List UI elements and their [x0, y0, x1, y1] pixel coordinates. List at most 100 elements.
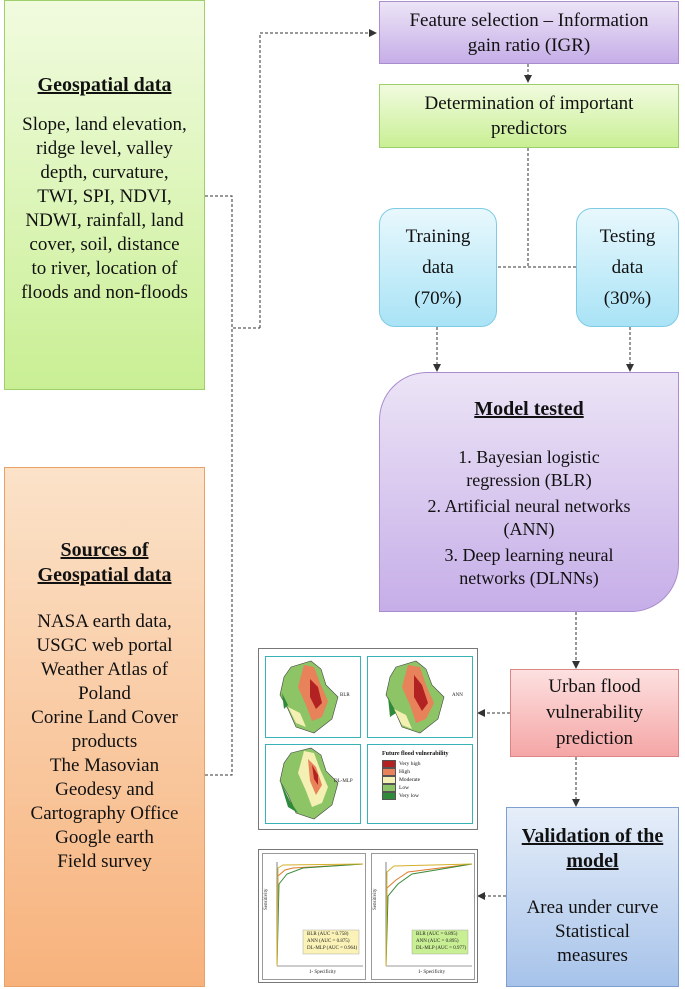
map-label-blr: BLR — [340, 693, 350, 698]
flood-maps-inset: BLR ANN DL-MLP Future flood vulnerabilit… — [258, 648, 478, 830]
connector-to-feature-selection — [259, 29, 377, 328]
model-item-blr: 1. Bayesian logistic regression (BLR) — [428, 446, 631, 492]
model-item-line: regression (BLR) — [466, 470, 592, 490]
legend-swatch — [382, 776, 396, 784]
testing-line: Testing — [599, 226, 656, 247]
model-item-line: (ANN) — [503, 519, 555, 539]
geospatial-line: depth, curvature, — [40, 162, 169, 183]
roc-left-legend: ANN (AUC = 0.875) — [307, 939, 350, 944]
map-pane-blr: BLR — [265, 656, 361, 738]
model-item-line: 1. Bayesian logistic — [458, 447, 600, 467]
geospatial-line: Slope, land elevation, — [22, 114, 187, 135]
geospatial-data-box: Geospatial data Slope, land elevation, r… — [4, 0, 205, 390]
roc-left-ylabel: Sensitivity — [264, 888, 269, 910]
model-item-dlnn: 3. Deep learning neural networks (DLNNs) — [428, 544, 631, 590]
roc-right-ylabel: Sensitivity — [373, 888, 378, 910]
sources-line: Poland — [78, 683, 131, 704]
roc-left-plot — [276, 862, 364, 967]
feature-selection-box: Feature selection – Information gain rat… — [379, 1, 679, 64]
prediction-line: Urban flood — [548, 676, 641, 697]
map-dlmlp — [279, 747, 339, 820]
legend-swatch — [382, 768, 396, 776]
sources-line: Geodesy and — [55, 779, 154, 800]
sources-box: Sources of Geospatial data NASA earth da… — [4, 467, 205, 987]
sources-line: The Masovian — [49, 755, 160, 776]
testing-data-box: Testing data (30%) — [576, 208, 679, 327]
roc-right-legend: BLR (AUC = 0.895) — [416, 932, 458, 937]
legend-item: High — [382, 768, 472, 776]
sources-title: Sources of Geospatial data — [38, 538, 172, 588]
sources-line: NASA earth data, — [37, 611, 172, 632]
prediction-line: prediction — [555, 728, 634, 749]
model-title: Model tested — [474, 398, 584, 420]
sources-list: NASA earth data, USGC web portal Weather… — [31, 610, 179, 874]
legend-label: High — [399, 769, 410, 775]
sources-line: USGC web portal — [36, 635, 173, 656]
feature-selection-line: gain ratio (IGR) — [467, 34, 591, 56]
geospatial-line: to river, location of — [31, 258, 178, 279]
map-pane-ann: ANN — [367, 656, 473, 738]
map-label-ann: ANN — [452, 693, 463, 698]
roc-right-legend: ANN (AUC = 0.895) — [416, 939, 459, 944]
validation-line: measures — [557, 945, 628, 966]
legend-item: Very high — [382, 760, 472, 768]
roc-inset: BLR (AUC = 0.758) ANN (AUC = 0.875) DL-M… — [258, 849, 478, 983]
training-data-box: Training data (70%) — [379, 208, 497, 327]
model-item-line: 2. Artificial neural networks — [427, 496, 631, 516]
roc-left-xlabel: 1- Specificity — [309, 970, 337, 975]
predictors-line: predictors — [491, 118, 567, 139]
model-item-line: 3. Deep learning neural — [444, 545, 614, 565]
validation-box: Validation of the model Area under curve… — [506, 807, 679, 987]
predictors-line: Determination of important — [424, 93, 634, 114]
geospatial-list: Slope, land elevation, ridge level, vall… — [21, 113, 188, 305]
model-tested-box: Model tested 1. Bayesian logistic regres… — [379, 372, 679, 612]
validation-line: Area under curve — [526, 897, 659, 918]
legend-label: Moderate — [399, 777, 421, 783]
map-pane-dlmlp: DL-MLP — [265, 744, 361, 824]
roc-right-legend: DL-MLP (AUC = 0.977) — [416, 946, 467, 951]
validation-title: Validation of the model — [522, 824, 664, 874]
legend-item: Moderate — [382, 776, 472, 784]
geospatial-title: Geospatial data — [37, 74, 172, 96]
sources-line: Google earth — [55, 827, 154, 848]
testing-line: (30%) — [603, 288, 652, 309]
roc-left-legend: BLR (AUC = 0.758) — [307, 932, 349, 937]
legend-item: Low — [382, 784, 472, 792]
map-blr — [279, 660, 339, 734]
sources-title-line: Geospatial data — [37, 564, 172, 586]
map-legend: Future flood vulnerability Very high Hig… — [367, 744, 473, 824]
legend-swatch — [382, 792, 396, 800]
legend-swatch — [382, 760, 396, 768]
feature-selection-line: Feature selection – Information — [409, 9, 649, 31]
legend-label: Very high — [399, 761, 421, 767]
geospatial-line: NDWI, rainfall, land — [25, 210, 184, 231]
roc-right-xlabel: 1- Specificity — [418, 970, 446, 975]
validation-title-line: Validation of the — [521, 825, 664, 847]
sources-line: Field survey — [57, 851, 152, 872]
training-line: data — [422, 257, 454, 278]
geospatial-line: floods and non-floods — [21, 282, 188, 303]
sources-line: Corine Land Cover — [31, 707, 178, 728]
validation-list: Area under curve Statistical measures — [527, 896, 659, 968]
map-label-dlmlp: DL-MLP — [334, 779, 353, 784]
model-item-line: networks (DLNNs) — [459, 568, 599, 588]
training-line: (70%) — [414, 288, 462, 309]
roc-left: BLR (AUC = 0.758) ANN (AUC = 0.875) DL-M… — [262, 853, 366, 980]
testing-line: data — [611, 257, 644, 278]
prediction-box: Urban flood vulnerability prediction — [510, 669, 679, 757]
geospatial-line: TWI, SPI, NDVI, — [37, 186, 172, 207]
connector-sources — [205, 328, 233, 776]
sources-line: Weather Atlas of — [40, 659, 169, 680]
legend-label: Low — [399, 785, 410, 791]
legend-item: Very low — [382, 792, 472, 800]
sources-line: Cartography Office — [30, 803, 179, 824]
geospatial-line: cover, soil, distance — [29, 234, 180, 255]
legend-swatch — [382, 784, 396, 792]
map-ann — [385, 660, 445, 734]
validation-line: Statistical — [555, 921, 630, 942]
roc-right-plot — [385, 862, 473, 967]
training-line: Training — [405, 226, 471, 247]
sources-line: products — [71, 731, 138, 752]
legend-label: Very low — [399, 793, 420, 799]
